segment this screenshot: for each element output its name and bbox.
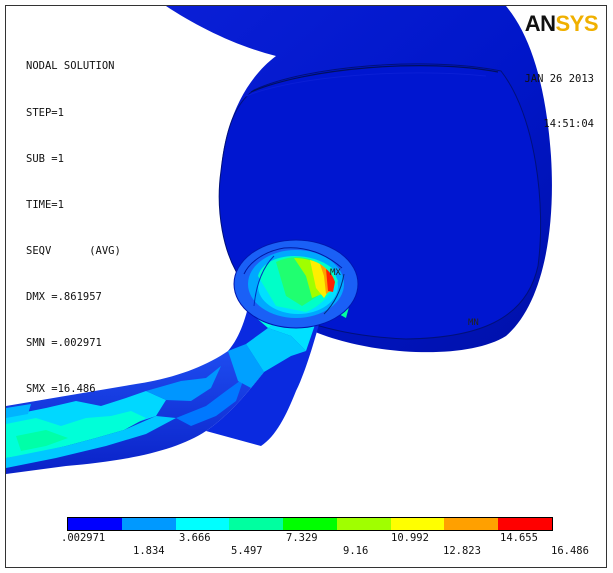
date-label: JAN 26 2013 — [524, 73, 594, 85]
seqv-line: SEQV (AVG) — [26, 245, 121, 258]
legend-band-5 — [336, 518, 391, 530]
legend-ticks: .002971 3.666 7.329 10.992 14.655 1.834 … — [61, 532, 606, 562]
time-label: 14:51:04 — [543, 118, 594, 130]
legend-band-4 — [283, 518, 337, 530]
graphics-window[interactable]: MX MN NODAL SOLUTION STEP=1 SUB =1 TIME=… — [5, 5, 607, 568]
legend-band-6 — [390, 518, 445, 530]
legend-tick-top-1: 3.666 — [179, 532, 211, 544]
legend-band-8 — [498, 518, 553, 530]
time-line: TIME=1 — [26, 199, 64, 212]
legend-tick-top-2: 7.329 — [286, 532, 318, 544]
legend-tick-top-3: 10.992 — [391, 532, 429, 544]
legend-tick-bottom-0: 1.834 — [133, 545, 165, 557]
legend-band-7 — [444, 518, 499, 530]
legend-band-3 — [229, 518, 284, 530]
contour-legend-bar — [67, 517, 553, 531]
smn-line: SMN =.002971 — [26, 336, 102, 349]
legend-band-1 — [121, 518, 176, 530]
legend-tick-top-0: .002971 — [61, 532, 106, 544]
step-line: STEP=1 — [26, 107, 64, 120]
bulb-seam — [250, 65, 499, 93]
result-info: NODAL SOLUTION STEP=1 SUB =1 TIME=1 SEQV… — [26, 28, 121, 428]
smx-line: SMX =16.486 — [26, 382, 96, 395]
legend-tick-bottom-2: 9.16 — [343, 545, 369, 557]
stress-contour-model[interactable] — [6, 6, 606, 567]
min-marker: MN — [468, 318, 479, 328]
bulb-seam-inner — [245, 72, 487, 97]
sub-line: SUB =1 — [26, 153, 64, 166]
legend-tick-bottom-1: 5.497 — [231, 545, 263, 557]
legend-band-0 — [68, 518, 122, 530]
result-title: NODAL SOLUTION — [26, 59, 115, 72]
legend-band-2 — [175, 518, 230, 530]
legend-tick-bottom-3: 12.823 — [443, 545, 481, 557]
dmx-line: DMX =.861957 — [26, 291, 102, 304]
ansys-logo: ANSYS — [524, 11, 599, 36]
timestamp: JAN 26 2013 14:51:04 — [524, 42, 594, 162]
legend-tick-top-4: 14.655 — [500, 532, 538, 544]
legend-tick-bottom-4: 16.486 — [551, 545, 589, 557]
max-marker: MX — [330, 268, 341, 278]
